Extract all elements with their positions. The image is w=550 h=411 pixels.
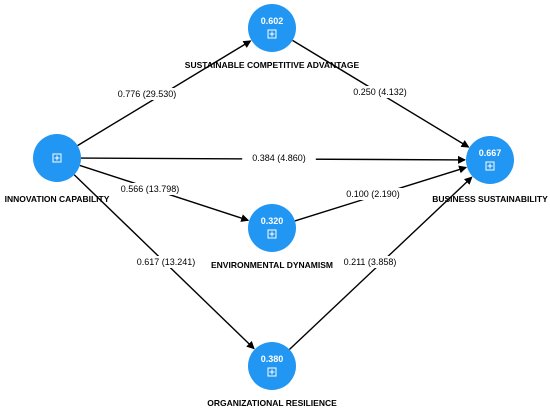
path-coefficient-group: 0.384 (4.860) <box>242 152 316 164</box>
construct-name-label: ENVIRONMENTAL DYNAMISM <box>211 260 333 270</box>
expand-square-icon[interactable] <box>52 153 62 163</box>
path-coefficient-label: 0.100 (2.190) <box>346 189 400 199</box>
label-background <box>107 88 187 100</box>
construct-node-ic[interactable]: INNOVATION CAPABILITY <box>5 134 110 204</box>
path-coefficient-label: 0.776 (29.530) <box>118 89 177 99</box>
path-coefficient-group: 0.566 (13.798) <box>110 183 190 195</box>
r-squared-value: 0.602 <box>261 16 284 26</box>
path-coefficient-group: 0.617 (13.241) <box>126 256 206 268</box>
label-background <box>343 86 417 98</box>
expand-square-icon[interactable] <box>485 161 495 171</box>
expand-square-icon[interactable] <box>267 229 277 239</box>
construct-circle[interactable] <box>248 204 296 252</box>
label-background <box>110 183 190 195</box>
path-coefficient-group: 0.250 (4.132) <box>343 86 417 98</box>
construct-circle[interactable] <box>248 342 296 390</box>
expand-square-icon[interactable] <box>267 367 277 377</box>
r-squared-value: 0.320 <box>261 216 284 226</box>
path-coefficient-label: 0.211 (3.858) <box>344 257 397 267</box>
label-background <box>126 256 206 268</box>
r-squared-value: 0.667 <box>479 148 502 158</box>
path-coefficient-group: 0.100 (2.190) <box>336 188 410 200</box>
expand-square-icon[interactable] <box>267 29 277 39</box>
path-coefficient-label: 0.617 (13.241) <box>137 257 196 267</box>
label-background <box>242 152 316 164</box>
construct-name-label: BUSINESS SUSTAINABILITY <box>432 194 548 204</box>
path-coefficient-label: 0.566 (13.798) <box>121 184 180 194</box>
path-coefficient-group: 0.211 (3.858) <box>333 256 407 268</box>
r-squared-value: 0.380 <box>261 354 284 364</box>
path-coefficient-group: 0.776 (29.530) <box>107 88 187 100</box>
construct-name-label: SUSTAINABLE COMPETITIVE ADVANTAGE <box>185 60 360 70</box>
construct-name-label: ORGANIZATIONAL RESILIENCE <box>207 398 337 408</box>
path-coefficient-label: 0.384 (4.860) <box>252 153 306 163</box>
construct-circle[interactable] <box>248 4 296 52</box>
label-background <box>336 188 410 200</box>
construct-circle[interactable] <box>466 136 514 184</box>
construct-name-label: INNOVATION CAPABILITY <box>5 194 110 204</box>
path-coefficient-label: 0.250 (4.132) <box>353 87 407 97</box>
label-background <box>333 256 407 268</box>
